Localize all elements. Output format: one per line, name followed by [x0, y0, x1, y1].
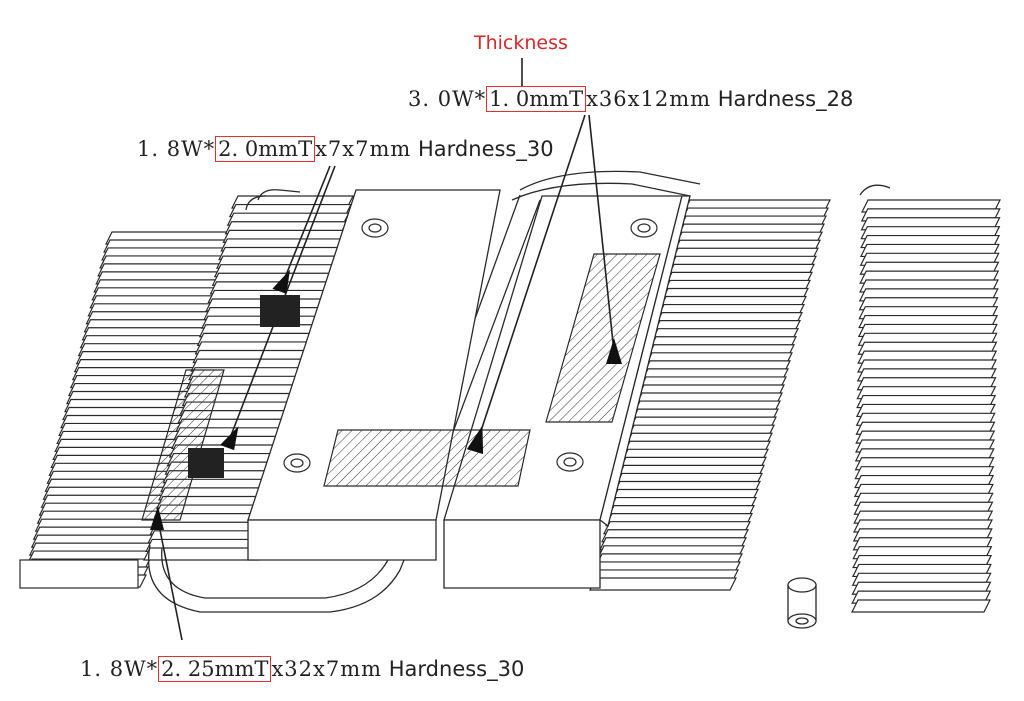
- right-fin-stack: [589, 199, 1001, 613]
- pad-thickness-highlight: 2. 25mmT: [158, 656, 272, 682]
- pad-hardness: Hardness_30: [418, 137, 554, 161]
- pad-thickness-highlight: 2. 0mmT: [215, 136, 316, 162]
- pad-hardness: Hardness_28: [717, 87, 854, 111]
- pad-hardness: Hardness_30: [388, 657, 525, 681]
- arrow-heads: [150, 269, 622, 530]
- thermal-pad-center: [323, 429, 531, 487]
- fin: [589, 577, 737, 591]
- pad-size: x36x12mm: [586, 87, 712, 111]
- thermal-pad-36x12: [545, 253, 661, 423]
- pad-size: x32x7mm: [271, 657, 383, 681]
- heatpipe: [148, 170, 891, 613]
- pad-size: x7x7mm: [315, 137, 412, 161]
- leader-lines: [157, 58, 615, 641]
- thermal-pad-7x7-lower: [188, 448, 224, 478]
- thickness-callout: Thickness: [474, 32, 568, 54]
- pad-thickness-highlight: 1. 0mmT: [486, 86, 587, 112]
- pad-power: 3. 0W*: [408, 87, 487, 111]
- pad-power: 1. 8W*: [137, 137, 216, 161]
- screw-holes: [283, 218, 658, 473]
- thermal-pad-7x7-upper: [260, 295, 300, 327]
- fin-base: [19, 559, 139, 589]
- fin: [851, 599, 991, 613]
- thermal-pad-32x7: [141, 369, 225, 521]
- mounting-stud: [787, 577, 817, 629]
- pad-power: 1. 8W*: [80, 657, 159, 681]
